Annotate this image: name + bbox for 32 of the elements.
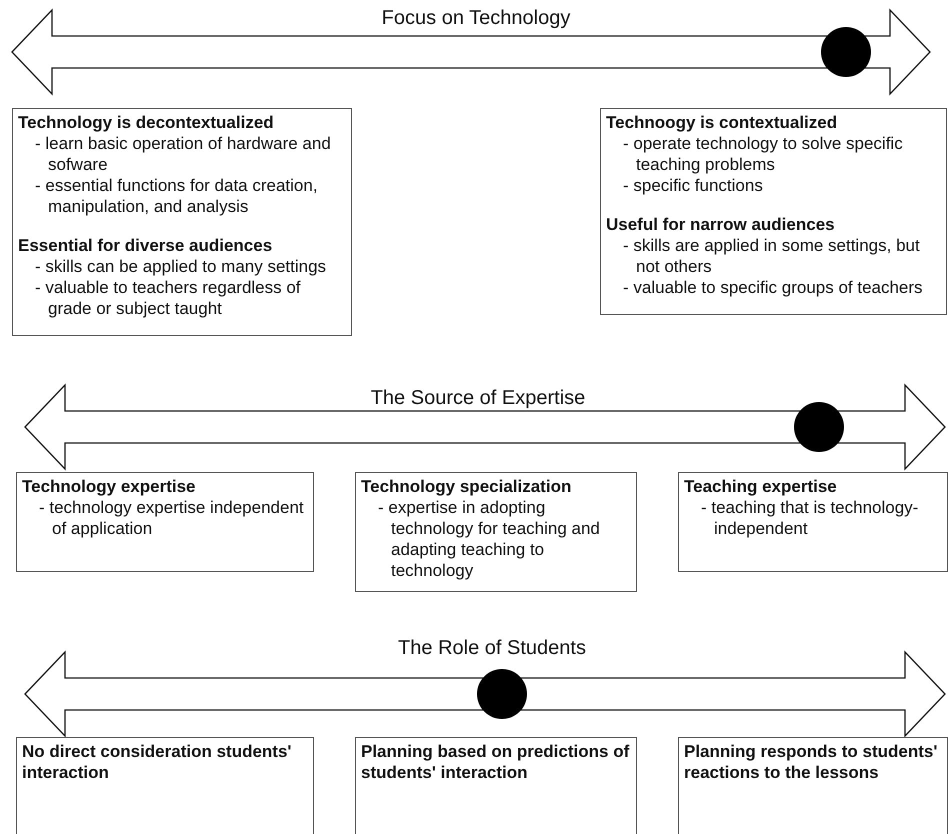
- text-box: [16, 737, 314, 834]
- bullet-text: - valuable to teachers regardless of grade or subject taught: [34, 277, 302, 319]
- text-box: [355, 737, 637, 834]
- box-heading: Technology expertise: [22, 476, 197, 497]
- box-heading: Useful for narrow audiences: [606, 214, 836, 235]
- bullet-text: - teaching that is technology-independent: [700, 497, 920, 539]
- scale-title: The Role of Students: [398, 636, 586, 660]
- box-heading: Planning based on predictions of students' interaction: [361, 741, 630, 783]
- text-box: [678, 472, 948, 572]
- bullet-text: - specific functions: [622, 175, 764, 196]
- text-box: [12, 108, 352, 336]
- box-heading: Teaching expertise: [684, 476, 838, 497]
- text-box: [600, 108, 947, 315]
- box-heading: Essential for diverse audiences: [18, 235, 274, 256]
- scale-title: Focus on Technology: [382, 6, 570, 30]
- text-box: [16, 472, 314, 572]
- box-heading: No direct consideration students' interaction: [22, 741, 292, 783]
- box-heading: Technoogy is contextualized: [606, 112, 838, 133]
- box-heading: Technology is decontextualized: [18, 112, 275, 133]
- bullet-text: - skills are applied in some settings, but not others: [622, 235, 921, 277]
- bullet-text: - valuable to specific groups of teachers: [622, 277, 924, 298]
- bullet-text: - skills can be applied to many settings: [34, 256, 328, 277]
- text-box: [355, 472, 637, 592]
- bullet-text: - expertise in adopting technology for teaching and adapting teaching to technology: [377, 497, 601, 581]
- box-heading: Technology specialization: [361, 476, 572, 497]
- bullet-text: - operate technology to solve specific teaching problems: [622, 133, 904, 175]
- scale-title: The Source of Expertise: [370, 386, 586, 410]
- bullet-text: - learn basic operation of hardware and sofware: [34, 133, 332, 175]
- text-box: [678, 737, 948, 834]
- bullet-text: - technology expertise independent of application: [38, 497, 305, 539]
- box-heading: Planning responds to students' reactions to the lessons: [684, 741, 938, 783]
- bullet-text: - essential functions for data creation, manipulation, and analysis: [34, 175, 319, 217]
